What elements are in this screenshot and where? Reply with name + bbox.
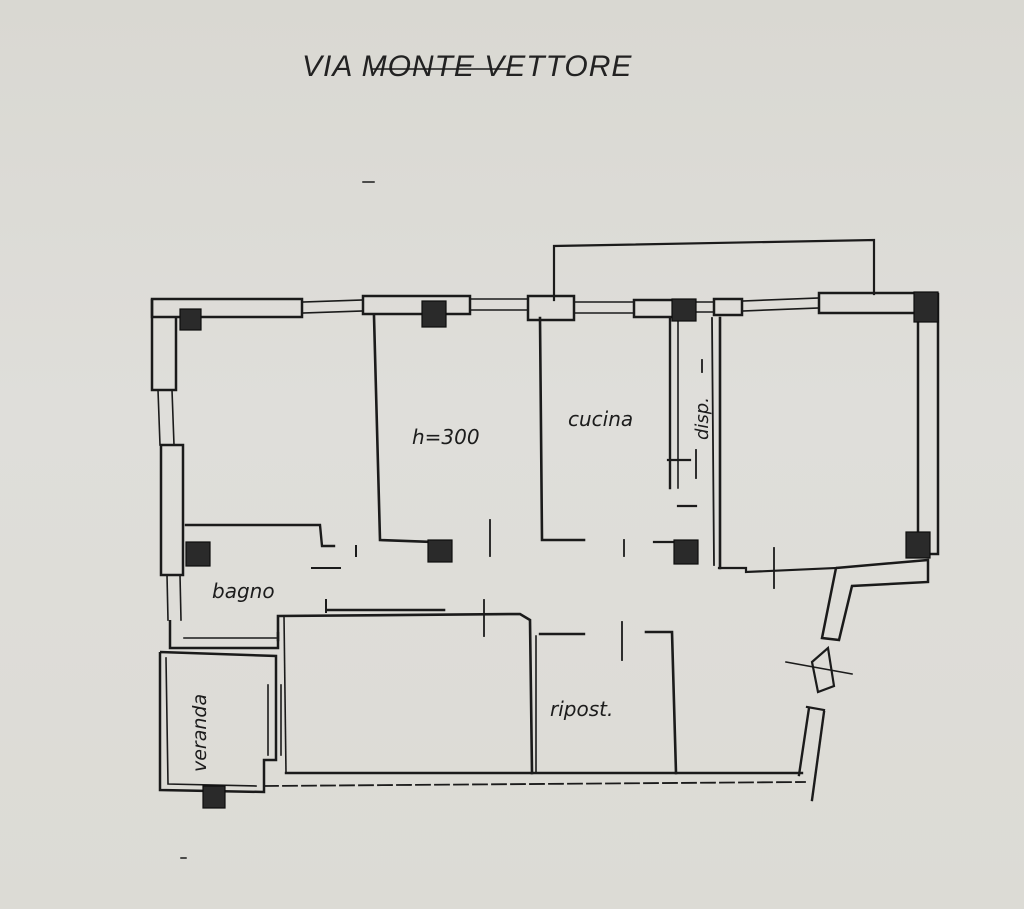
wall-segment <box>150 297 304 319</box>
right-wall <box>717 292 940 802</box>
room-label-disp: disp. <box>692 397 713 440</box>
top-wall <box>150 291 921 322</box>
window <box>179 574 182 621</box>
street-name-heading: VIA MONTE VETTORE <box>302 50 632 83</box>
wall-segment <box>817 291 921 315</box>
entrance-wall <box>820 558 930 642</box>
wall-segment <box>797 706 811 777</box>
pillar <box>671 298 697 322</box>
wall-segment <box>712 297 744 317</box>
wall-segment <box>526 294 576 322</box>
wall-segment <box>159 443 185 577</box>
entrance-door-symbol <box>785 645 853 694</box>
room-label-height: h=300 <box>412 425 480 449</box>
wall-segment <box>810 710 826 802</box>
window <box>741 297 820 302</box>
wall-segment <box>916 292 940 556</box>
partition <box>276 612 534 775</box>
wall-segment <box>168 620 280 650</box>
balcony-outline <box>552 238 876 302</box>
wall-segment <box>717 566 838 574</box>
pillar <box>913 291 939 323</box>
pillar <box>427 539 453 563</box>
wall-segment <box>150 299 178 392</box>
room-label-ripost: ripost. <box>550 697 613 721</box>
pillar <box>905 531 931 559</box>
bottom-wall <box>263 771 806 787</box>
room-label-cucina: cucina <box>568 407 633 431</box>
wall-segment <box>361 294 472 316</box>
window <box>301 299 364 303</box>
window <box>171 389 175 446</box>
veranda-room <box>158 650 282 794</box>
pillar <box>179 308 202 331</box>
veranda-outline <box>158 650 278 794</box>
door-leaf <box>810 645 836 694</box>
partition <box>538 316 586 542</box>
pillar <box>421 300 447 328</box>
room-label-veranda: veranda <box>189 694 211 772</box>
door-swing-line <box>785 661 853 675</box>
partition <box>711 317 715 566</box>
partition <box>184 523 336 548</box>
wall-segment <box>632 298 676 319</box>
partition <box>644 630 678 775</box>
structural-pillars <box>179 291 939 809</box>
partition <box>372 314 436 544</box>
pillar <box>185 541 211 567</box>
window <box>301 310 364 314</box>
veranda-inner <box>165 657 257 787</box>
partition <box>283 615 287 774</box>
room-label-bagno: bagno <box>212 579 275 603</box>
interior-partitions <box>184 314 775 775</box>
pillar <box>202 785 226 809</box>
pillar <box>673 539 699 565</box>
window <box>741 307 820 312</box>
left-wall <box>150 299 280 650</box>
window <box>166 574 169 621</box>
window <box>157 389 161 446</box>
exterior-wall-line <box>263 781 806 787</box>
